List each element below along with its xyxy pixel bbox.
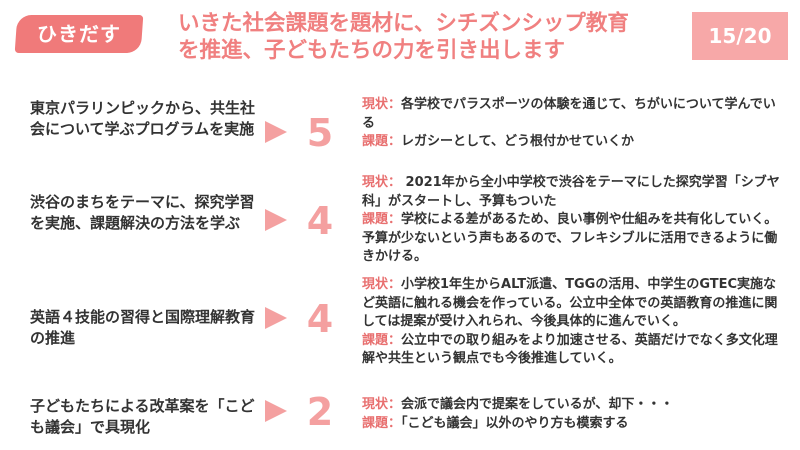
section-badge: ひきだす <box>37 22 121 46</box>
status-line: 現状： 2021年から全小中学校で渋谷をテーマにした探究学習「シブヤ科」がスター… <box>362 174 780 211</box>
issue-tag: 課題： <box>362 134 402 149</box>
issue-text: 学校による差があるため、良い事例や仕組みを共有化していく。予算が少ないという声も… <box>362 212 778 264</box>
issue-text: 公立中での取り組みをより加速させる、英語だけでなく多文化理解や共生という観点でも… <box>362 332 778 367</box>
score: 5 <box>306 111 334 155</box>
arrow-right-icon <box>265 121 287 143</box>
status-text: 会派で議会内で提案をしているが、却下・・・ <box>401 397 674 412</box>
issue-line: 課題：「こども議会」以外のやり方も模索する <box>362 415 780 434</box>
score: 4 <box>306 297 334 341</box>
issue-tag: 課題： <box>362 415 402 431</box>
issue-tag: 課題： <box>362 212 402 227</box>
status-line: 現状：各学校でパラスポーツの体験を通じて、ちがいについて学んでいる <box>362 96 780 133</box>
score: 4 <box>306 199 334 243</box>
issue-text: レガシーとして、どう根付かせていくか <box>401 134 634 149</box>
status-line: 現状：会派で議会内で提案をしているが、却下・・・ <box>362 396 780 415</box>
status-text: 小学校1年生からALT派遣、TGGの活用、中学生のGTEC実施など英語に触れる機… <box>362 277 778 329</box>
title-line-2: を推進、子どもたちの力を引き出します <box>178 38 566 63</box>
item-description: 現状： 2021年から全小中学校で渋谷をテーマにした探究学習「シブヤ科」がスター… <box>362 174 780 267</box>
status-tag: 現状： <box>362 97 402 112</box>
status-tag: 現状： <box>362 397 402 412</box>
item-description: 現状：会派で議会内で提案をしているが、却下・・・ 課題：「こども議会」以外のやり… <box>362 396 780 433</box>
arrow-right-icon <box>265 307 287 329</box>
item-label: 渋谷のまちをテーマに、探究学習を実施、課題解決の方法を学ぶ <box>30 193 255 232</box>
issue-text: 「こども議会」以外のやり方も模索する <box>401 415 629 431</box>
item-description: 現状：小学校1年生からALT派遣、TGGの活用、中学生のGTEC実施など英語に触… <box>362 276 780 369</box>
issue-line: 課題：レガシーとして、どう根付かせていくか <box>362 133 780 152</box>
status-text: 2021年から全小中学校で渋谷をテーマにした探究学習「シブヤ科」がスタートし、予… <box>362 175 780 209</box>
item-label: 東京パラリンピックから、共生社会について学ぶプログラムを実施 <box>30 99 256 138</box>
item-description: 現状：各学校でパラスポーツの体験を通じて、ちがいについて学んでいる 課題：レガシ… <box>362 96 780 152</box>
page-number: 15/20 <box>692 12 788 60</box>
item-label: 子どもたちによる改革案を「こども議会」で具現化 <box>30 397 255 436</box>
title-line-1: いきた社会課題を題材に、シチズンシップ教育 <box>178 11 629 36</box>
issue-line: 課題：公立中での取り組みをより加速させる、英語だけでなく多文化理解や共生という観… <box>362 332 780 369</box>
status-line: 現状：小学校1年生からALT派遣、TGGの活用、中学生のGTEC実施など英語に触… <box>362 276 780 332</box>
issue-line: 課題：学校による差があるため、良い事例や仕組みを共有化していく。予算が少ないとい… <box>362 211 780 267</box>
page-title: いきた社会課題を題材に、シチズンシップ教育 を推進、子どもたちの力を引き出します <box>178 10 688 64</box>
status-text: 各学校でパラスポーツの体験を通じて、ちがいについて学んでいる <box>362 97 776 131</box>
arrow-right-icon <box>265 209 287 231</box>
issue-tag: 課題： <box>362 332 402 348</box>
status-tag: 現状： <box>362 277 402 292</box>
status-tag: 現状： <box>362 175 402 190</box>
arrow-right-icon <box>265 400 287 422</box>
item-label: 英語４技能の習得と国際理解教育の推進 <box>30 308 256 347</box>
score: 2 <box>306 390 334 434</box>
